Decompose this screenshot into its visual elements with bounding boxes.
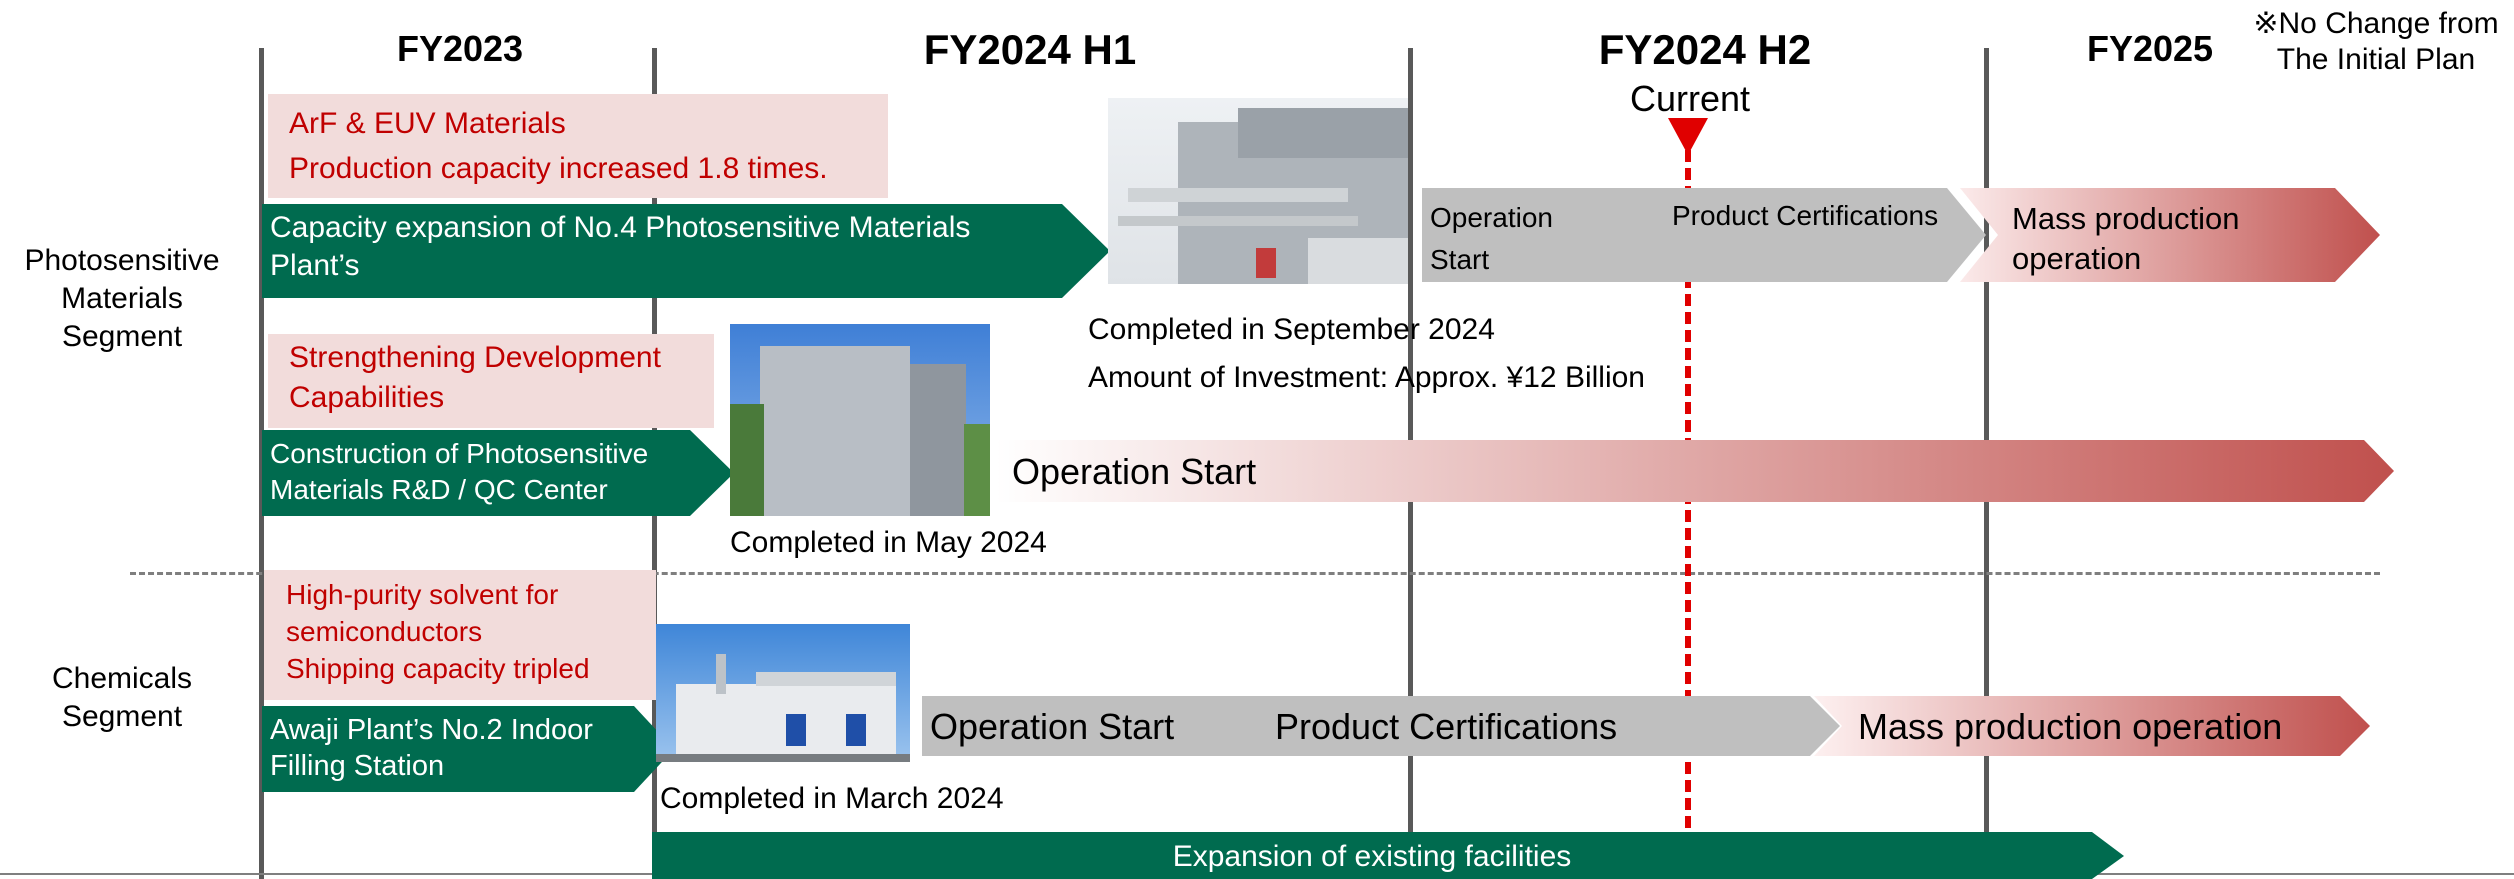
project-arrow-existing-facilities [652, 832, 2124, 879]
stage-solvent-product-certifications: Product Certifications [1275, 706, 1618, 747]
highlight-solvent-line-1: High-purity solvent for [286, 579, 559, 610]
stage-solvent-mass-production: Mass production operation [1858, 706, 2283, 747]
awaji-roof [756, 672, 896, 686]
rd-trees-left [730, 404, 764, 516]
highlight-solvent-line-3: Shipping capacity tripled [286, 653, 590, 684]
project-existing-facilities: Expansion of existing facilities [1172, 840, 1572, 873]
stage-arf-mass-production-line-2: operation [2012, 241, 2142, 276]
project-arrow-photosensitive-plant [262, 204, 1110, 298]
project-awaji-station: Awaji Plant’s No.2 Indoor Filling Statio… [270, 712, 593, 784]
stage-rd-operation-start: Operation Start [1012, 451, 1257, 492]
stage-arrow-solvent-mass-production [1814, 696, 2370, 756]
caption-rd-completed: Completed in May 2024 [730, 526, 1047, 559]
project-arrow-awaji-station [262, 706, 674, 792]
period-divider-start [259, 48, 264, 879]
highlight-high-purity-solvent: High-purity solvent for semiconductors S… [264, 570, 656, 700]
stage-arf-operation-start-line-2: Start [1430, 244, 1490, 275]
highlight-arf-euv-line-2: Production capacity increased 1.8 times. [289, 152, 828, 185]
photo-rd-center [730, 324, 990, 516]
plant-red-equipment [1256, 248, 1276, 278]
segment-photosensitive-line-2: Materials [61, 282, 183, 315]
current-label: Current [1629, 78, 1751, 119]
segment-photosensitive: Photosensitive Materials Segment [0, 242, 244, 356]
highlight-rd-capabilities: Strengthening Development Capabilities [268, 334, 714, 428]
plant-pipes [1128, 188, 1348, 202]
project-awaji-station-line-1: Awaji Plant’s No.2 Indoor [270, 714, 593, 746]
period-fy2023: FY2023 [396, 28, 524, 69]
period-fy2024h1: FY2024 H1 [923, 26, 1137, 73]
note-no-change: ※No Change from The Initial Plan [2238, 6, 2514, 78]
project-arrow-rd-center [262, 430, 734, 516]
stage-arf-mass-production-line-1: Mass production [2012, 201, 2240, 236]
project-rd-center: Construction of Photosensitive Materials… [270, 436, 648, 508]
segment-photosensitive-line-1: Photosensitive [24, 244, 220, 277]
project-photosensitive-plant-line-1: Capacity expansion of No.4 Photosensitiv… [270, 211, 971, 244]
highlight-rd-line-2: Capabilities [289, 381, 445, 414]
stage-arf-operation-start-line-1: Operation [1430, 202, 1553, 233]
awaji-ground [656, 754, 910, 762]
project-rd-center-line-1: Construction of Photosensitive [270, 438, 649, 469]
note-line-1: ※No Change from [2253, 7, 2499, 40]
current-marker-triangle-icon [1668, 118, 1708, 155]
stage-arf-mass-production: Mass production operation [2012, 199, 2239, 279]
caption-arf-completed: Completed in September 2024 [1088, 313, 1495, 346]
project-photosensitive-plant-line-2: Plant’s [270, 249, 360, 282]
project-photosensitive-plant: Capacity expansion of No.4 Photosensitiv… [262, 209, 1062, 285]
rd-building-side [910, 364, 966, 516]
rd-building-facade [760, 346, 910, 516]
highlight-rd-line-1: Strengthening Development [289, 341, 661, 374]
photo-photosensitive-plant [1108, 98, 1408, 284]
period-fy2025: FY2025 [2086, 28, 2214, 69]
photo-awaji-station [656, 624, 910, 762]
highlight-arf-euv: ArF & EUV Materials Production capacity … [268, 94, 888, 198]
project-awaji-station-line-2: Filling Station [270, 750, 445, 782]
segment-chemicals-line-2: Segment [61, 700, 183, 733]
segment-chemicals-line-1: Chemicals [51, 662, 193, 695]
stage-arrow-arf-certification [1422, 188, 1986, 282]
caption-solvent-completed: Completed in March 2024 [660, 782, 1004, 815]
plant-tanks [1308, 238, 1408, 284]
note-line-2: The Initial Plan [2276, 43, 2476, 76]
stage-arrow-arf-mass-production [1960, 188, 2380, 282]
caption-arf-investment: Amount of Investment: Approx. ¥12 Billio… [1088, 361, 1645, 394]
stage-arf-operation-start: Operation Start [1430, 197, 1553, 281]
stage-arf-product-certifications: Product Certifications [1672, 200, 1939, 231]
highlight-arf-euv-line-1: ArF & EUV Materials [289, 107, 566, 140]
awaji-blue-door-2 [846, 714, 866, 746]
stage-arrow-rd-operation [996, 440, 2394, 502]
period-fy2024h2: FY2024 H2 [1598, 26, 1812, 73]
awaji-blue-door-1 [786, 714, 806, 746]
rd-trees-right [964, 424, 990, 516]
project-rd-center-line-2: Materials R&D / QC Center [270, 474, 608, 505]
segment-chemicals: Chemicals Segment [0, 660, 244, 736]
segment-divider [130, 572, 2380, 575]
highlight-solvent-line-2: semiconductors [286, 616, 483, 647]
plant-pipes-2 [1118, 216, 1358, 226]
segment-photosensitive-line-3: Segment [61, 320, 183, 353]
stage-solvent-operation-start: Operation Start [930, 706, 1175, 747]
stage-arrow-solvent-certification [922, 696, 1840, 756]
awaji-tower [716, 654, 726, 694]
plant-building-upper [1238, 108, 1408, 158]
